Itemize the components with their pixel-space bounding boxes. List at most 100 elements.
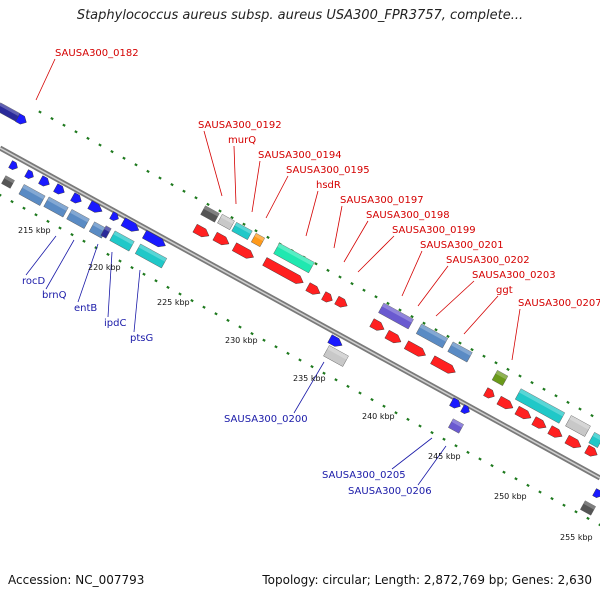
gene-label-bottom: brnQ: [42, 290, 67, 301]
gene-feature-shape: [483, 387, 495, 399]
tick-dot-lower: [106, 252, 110, 257]
gene-feature: [134, 243, 168, 269]
tick-dot-lower: [562, 503, 566, 507]
tick-dot-upper: [338, 275, 342, 279]
gene-feature: [100, 225, 112, 239]
gene-feature: [323, 345, 349, 367]
gene-feature-shape: [262, 257, 304, 284]
gene-feature: [334, 295, 348, 308]
leader-line-red: [35, 58, 56, 101]
gene-feature: [580, 500, 596, 516]
leader-line-red: [265, 175, 289, 219]
tick-dot-lower: [502, 470, 506, 474]
gene-feature-shine: [203, 205, 220, 217]
leader-line-red: [401, 250, 423, 297]
gene-feature: [369, 318, 385, 331]
gene-feature-shine: [0, 102, 20, 117]
gene-feature-shape: [250, 232, 266, 248]
leader-line-blue: [25, 235, 57, 276]
tick-dot-lower: [0, 193, 2, 197]
leader-line-blue: [417, 445, 447, 486]
gene-feature: [327, 334, 343, 347]
tick-dot-lower: [418, 424, 422, 428]
gene-feature-shape: [200, 205, 220, 223]
tick-dot-lower: [46, 219, 50, 224]
gene-feature-shine: [4, 175, 15, 184]
gene-feature: [120, 217, 140, 232]
gene-label-bottom: SAUSA300_0206: [348, 486, 432, 497]
gene-feature-shine: [327, 345, 349, 360]
gene-feature-shape: [273, 242, 315, 274]
kbp-tick-label: 235 kbp: [293, 374, 326, 383]
gene-feature: [448, 418, 464, 434]
gene-feature-shape: [384, 329, 402, 344]
tick-dot-upper: [194, 196, 198, 200]
tick-dot-upper: [314, 262, 318, 266]
tick-dot-lower: [250, 331, 254, 336]
gene-label-top: SAUSA300_0182: [55, 48, 139, 59]
gene-feature: [321, 291, 333, 303]
gene-feature: [514, 405, 532, 420]
gene-feature: [250, 232, 266, 248]
gene-feature: [15, 113, 27, 125]
tick-dot-upper: [110, 149, 114, 154]
gene-feature: [514, 388, 566, 424]
tick-dot-lower: [238, 325, 242, 329]
gene-label-top: SAUSA300_0202: [446, 255, 530, 266]
gene-feature: [109, 211, 119, 221]
gene-feature-shape: [231, 242, 254, 259]
gene-label-bottom: SAUSA300_0205: [322, 470, 406, 481]
tick-dot-lower: [346, 384, 350, 389]
tick-dot-lower: [22, 206, 26, 210]
gene-feature-shape: [231, 222, 253, 240]
gene-feature: [547, 425, 563, 438]
gene-label-top: ggt: [496, 285, 513, 296]
gene-feature-shine: [234, 222, 253, 235]
gene-label-top: SAUSA300_0201: [420, 240, 504, 251]
leader-line-blue: [391, 437, 433, 470]
tick-dot-lower: [370, 397, 374, 402]
gene-feature-shine: [277, 243, 315, 267]
gene-feature-shape: [460, 404, 470, 414]
tick-dot-upper: [422, 321, 426, 325]
gene-feature: [483, 387, 495, 399]
tick-dot-lower: [70, 232, 74, 237]
gene-feature: [415, 323, 449, 349]
gene-feature: [262, 257, 304, 284]
tick-dot-lower: [574, 510, 578, 514]
gene-feature-shine: [569, 415, 591, 430]
gene-feature-shape: [449, 397, 461, 409]
gene-feature-shine: [451, 341, 473, 356]
tick-dot-upper: [530, 380, 534, 385]
kbp-tick-label: 240 kbp: [362, 412, 395, 421]
gene-feature-shine: [92, 221, 107, 232]
tick-dot-upper: [122, 156, 126, 160]
tick-dot-upper: [74, 130, 78, 134]
gene-feature-shape: [547, 425, 563, 438]
topology-info-text: Topology: circular; Length: 2,872,769 bp…: [262, 573, 592, 587]
gene-feature-shape: [565, 415, 591, 437]
gene-feature: [38, 175, 50, 187]
tick-dot-lower: [454, 444, 458, 448]
gene-feature: [531, 416, 547, 429]
gene-feature-shine: [22, 184, 46, 200]
gene-label-top: SAUSA300_0197: [340, 195, 424, 206]
tick-dot-upper: [134, 163, 138, 167]
gene-feature-shape: [403, 340, 426, 357]
gene-feature-shine: [495, 370, 508, 380]
tick-dot-lower: [550, 496, 554, 501]
tick-dot-upper: [146, 169, 150, 174]
tick-dot-lower: [190, 298, 194, 303]
gene-label-top: SAUSA300_0199: [392, 225, 476, 236]
tick-dot-upper: [386, 301, 390, 306]
gene-feature-shape: [334, 295, 348, 308]
tick-dot-upper: [458, 341, 462, 345]
gene-feature-shape: [66, 209, 90, 229]
gene-feature-shape: [321, 291, 333, 303]
tick-dot-lower: [358, 391, 362, 395]
label-leader-lines: [25, 58, 521, 486]
tick-dot-upper: [326, 268, 330, 273]
leader-line-red: [343, 220, 369, 263]
